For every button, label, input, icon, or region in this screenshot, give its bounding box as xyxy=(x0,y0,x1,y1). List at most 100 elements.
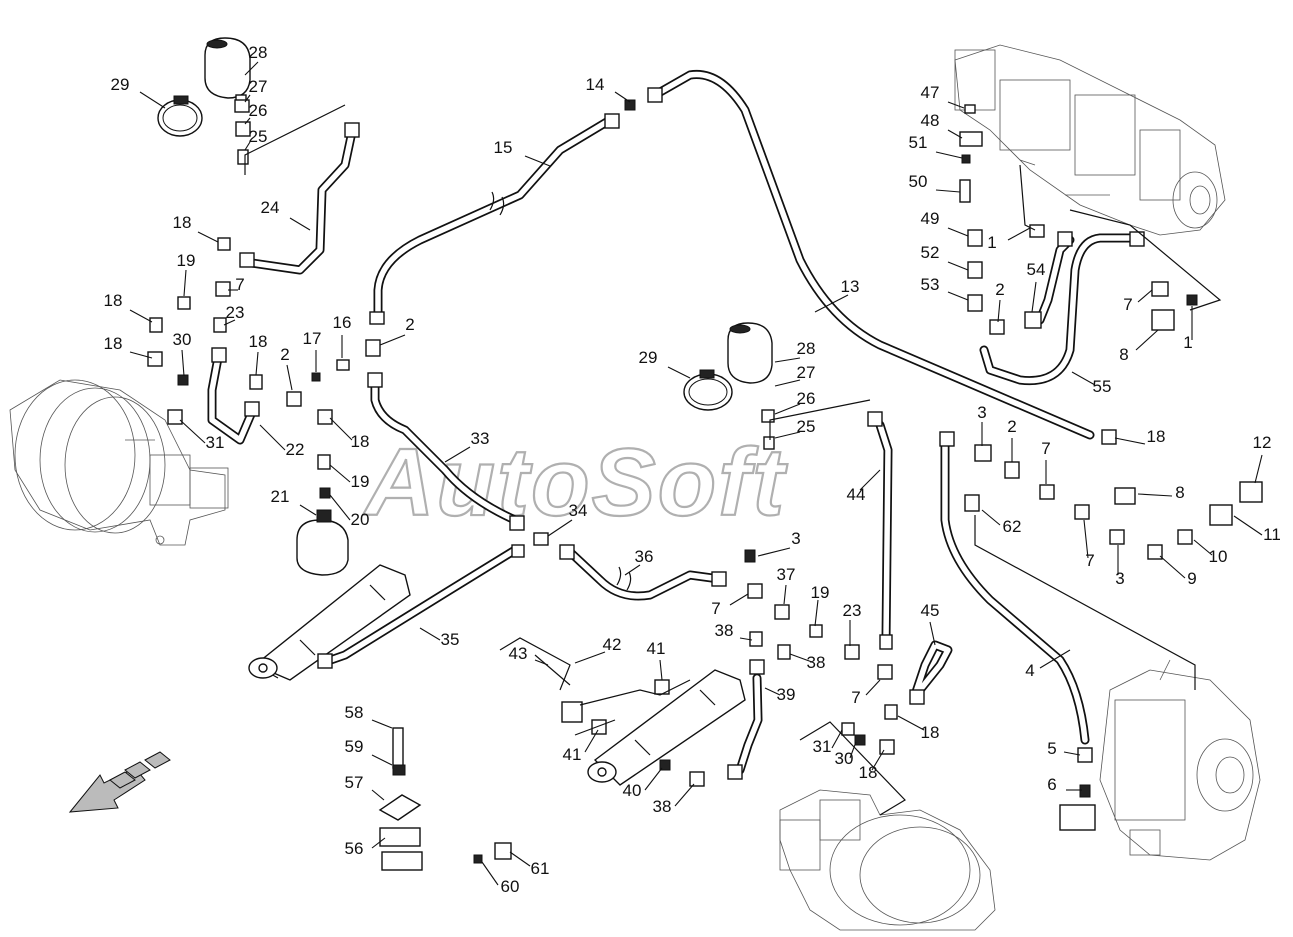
callout-label-10: 10 xyxy=(1209,547,1228,566)
callout-label-18: 18 xyxy=(859,763,878,782)
callout-label-53: 53 xyxy=(921,275,940,294)
callout-leader xyxy=(997,299,1001,323)
callout-leader xyxy=(871,749,885,771)
callout-label-58: 58 xyxy=(345,703,364,722)
callout-label-13: 13 xyxy=(841,277,860,296)
callout-label-15: 15 xyxy=(494,138,513,157)
callout-leader xyxy=(674,783,695,807)
callout-leader xyxy=(774,431,801,439)
callout-label-28: 28 xyxy=(249,43,268,62)
callout-label-27: 27 xyxy=(249,77,268,96)
callout-label-18: 18 xyxy=(104,334,123,353)
callout-leader xyxy=(739,637,753,641)
callout-label-43: 43 xyxy=(509,644,528,663)
callout-label-47: 47 xyxy=(921,83,940,102)
callout-leader xyxy=(329,494,351,521)
callout-leader xyxy=(481,861,499,886)
callout-label-1: 1 xyxy=(987,233,996,252)
callout-leader xyxy=(244,94,251,103)
callout-leader xyxy=(814,294,849,313)
callout-leader xyxy=(179,419,206,444)
callout-leader xyxy=(659,659,663,681)
callout-leader xyxy=(524,155,551,167)
callout-leader xyxy=(1114,437,1146,445)
callout-leader xyxy=(947,261,969,271)
clamp-top xyxy=(157,95,203,137)
clamp-middle xyxy=(683,369,733,411)
accumulator-bottom-left xyxy=(296,509,349,576)
callout-label-19: 19 xyxy=(811,583,830,602)
callout-leader xyxy=(379,334,406,346)
callout-label-22: 22 xyxy=(286,440,305,459)
callout-leader xyxy=(547,519,573,537)
callout-label-27: 27 xyxy=(797,363,816,382)
callout-label-30: 30 xyxy=(835,749,854,768)
callout-label-39: 39 xyxy=(777,685,796,704)
callout-leader xyxy=(1007,227,1031,241)
callout-label-17: 17 xyxy=(303,329,322,348)
callout-leader xyxy=(289,217,311,231)
callout-label-56: 56 xyxy=(345,839,364,858)
callout-leader xyxy=(1071,371,1096,386)
callout-leader xyxy=(197,231,219,243)
callout-label-26: 26 xyxy=(797,389,816,408)
callout-label-2: 2 xyxy=(995,280,1004,299)
callout-label-25: 25 xyxy=(249,127,268,146)
callout-label-14: 14 xyxy=(586,75,605,94)
top-right-pump xyxy=(954,44,1226,236)
callout-label-49: 49 xyxy=(921,209,940,228)
callout-leader xyxy=(935,151,963,159)
left-cylinder xyxy=(248,564,411,681)
accumulator-middle xyxy=(727,322,773,384)
callout-leader xyxy=(1254,454,1263,484)
callout-leader xyxy=(244,117,251,125)
callout-label-44: 44 xyxy=(847,485,866,504)
callout-label-28: 28 xyxy=(797,339,816,358)
callout-leader xyxy=(1159,555,1186,579)
callout-label-7: 7 xyxy=(711,599,720,618)
callout-leader xyxy=(574,651,606,664)
callout-label-23: 23 xyxy=(843,601,862,620)
callout-label-18: 18 xyxy=(104,291,123,310)
callout-label-48: 48 xyxy=(921,111,940,130)
callout-leader xyxy=(419,627,441,641)
accumulator-top-left xyxy=(204,37,251,106)
callout-label-19: 19 xyxy=(177,251,196,270)
callout-leader xyxy=(624,564,641,576)
callout-label-18: 18 xyxy=(1147,427,1166,446)
callout-leader xyxy=(244,61,259,76)
callout-label-12: 12 xyxy=(1253,433,1272,452)
callout-leader xyxy=(329,464,351,483)
callout-leader xyxy=(371,719,393,729)
callout-label-26: 26 xyxy=(249,101,268,120)
callout-leader xyxy=(371,837,386,849)
callout-leader xyxy=(614,91,631,103)
callout-label-40: 40 xyxy=(623,781,642,800)
callout-leader xyxy=(1233,515,1263,536)
callout-label-2: 2 xyxy=(280,345,289,364)
callout-label-38: 38 xyxy=(715,621,734,640)
callout-leader xyxy=(1083,519,1089,559)
bottom-right-pump xyxy=(1099,659,1261,861)
callout-label-8: 8 xyxy=(1119,345,1128,364)
callout-label-6: 6 xyxy=(1047,775,1056,794)
callout-leader xyxy=(223,319,236,326)
callout-label-62: 62 xyxy=(1003,517,1022,536)
callout-leader xyxy=(667,366,691,379)
callout-label-11: 11 xyxy=(1263,525,1281,544)
callout-label-41: 41 xyxy=(647,639,666,658)
callout-leader xyxy=(947,227,969,237)
left-travel-motor xyxy=(9,379,229,546)
callout-leader xyxy=(1135,329,1159,351)
callout-label-5: 5 xyxy=(1047,739,1056,758)
callout-label-38: 38 xyxy=(653,797,672,816)
callout-label-4: 4 xyxy=(1025,661,1034,680)
callout-label-37: 37 xyxy=(777,565,796,584)
callout-leader xyxy=(897,715,925,731)
callout-leader xyxy=(129,351,153,359)
callout-label-19: 19 xyxy=(351,472,370,491)
callout-label-42: 42 xyxy=(603,635,622,654)
bracket-lines xyxy=(244,104,1222,816)
